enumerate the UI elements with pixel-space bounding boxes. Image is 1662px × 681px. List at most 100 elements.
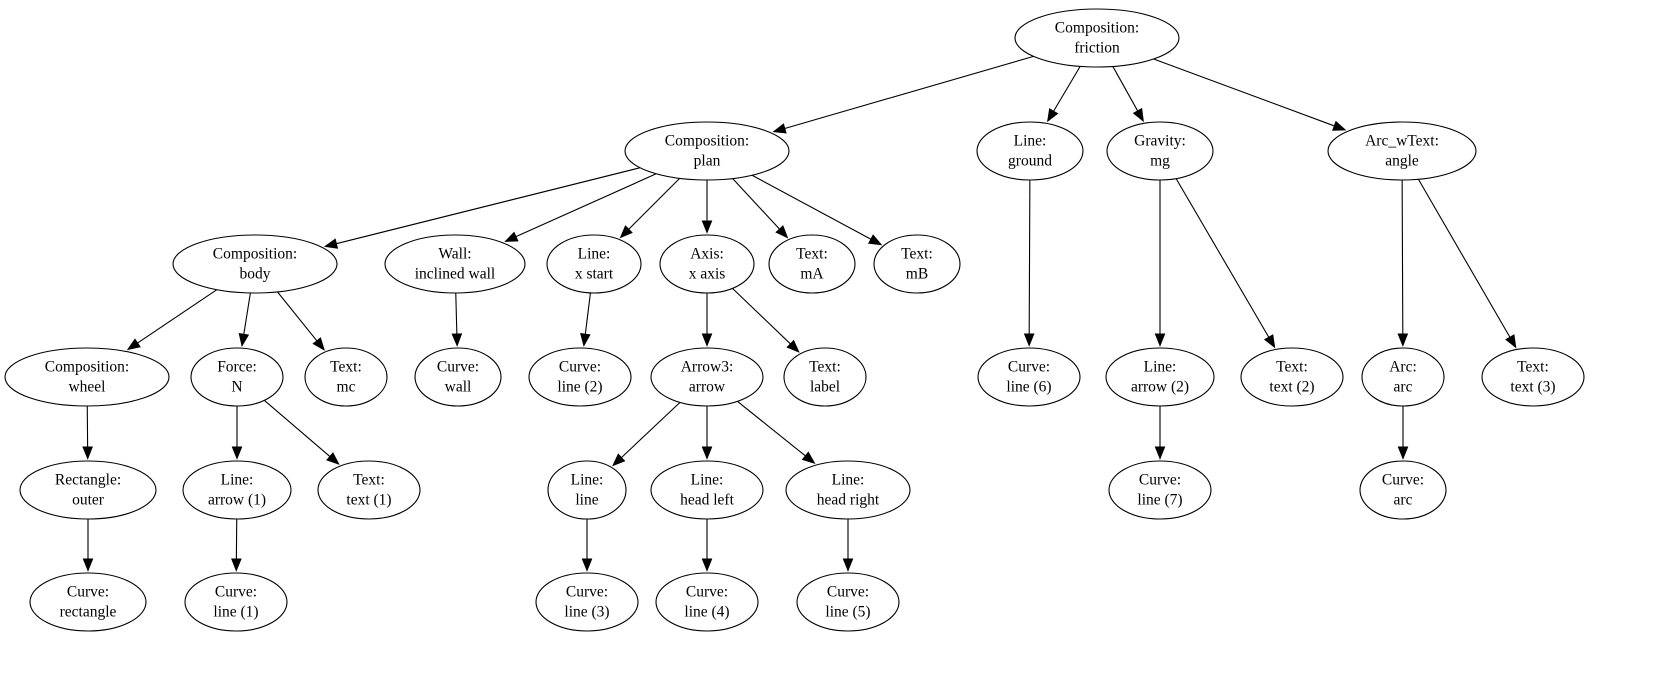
node-type-label: Curve: [67, 584, 109, 601]
node-arrow1[interactable]: Line:arrow (1) [182, 460, 292, 520]
node-ellipse[interactable] [547, 460, 627, 520]
node-ellipse[interactable] [1481, 347, 1585, 407]
arrowhead-icon [619, 225, 633, 239]
node-line2[interactable]: Curve:line (2) [528, 347, 632, 407]
node-line5[interactable]: Curve: line (5) [796, 572, 900, 632]
node-type-label: Arc_wText: [1365, 133, 1439, 150]
arrowhead-icon [126, 338, 141, 351]
node-ellipse[interactable] [1361, 347, 1445, 407]
node-ellipse[interactable] [1105, 347, 1215, 407]
node-curve-arc[interactable]: Curve:arc [1359, 460, 1447, 520]
node-mB[interactable]: Text:mB [873, 234, 961, 294]
node-ellipse[interactable] [873, 234, 961, 294]
edge-line [732, 287, 791, 345]
node-ellipse[interactable] [624, 121, 790, 181]
node-name-label: arrow (1) [208, 492, 266, 509]
node-ellipse[interactable] [659, 234, 755, 294]
node-mA[interactable]: Text:mA [768, 234, 856, 294]
node-ellipse[interactable] [546, 234, 642, 294]
node-type-label: Curve: [827, 584, 869, 601]
edge-plan-to-x-axis [701, 180, 713, 234]
node-line7[interactable]: Curve:line (7) [1108, 460, 1212, 520]
edge-line [751, 174, 872, 240]
node-plan[interactable]: Composition:plan [624, 121, 790, 181]
node-line1[interactable]: Curve:line (1) [184, 572, 288, 632]
arrowhead-icon [504, 231, 519, 242]
node-ellipse[interactable] [304, 347, 388, 407]
edge-line [628, 177, 681, 230]
node-ellipse[interactable] [1359, 460, 1447, 520]
node-ellipse[interactable] [655, 572, 759, 632]
edge-friction-to-ground [1047, 66, 1081, 123]
node-head-right[interactable]: Line:head right [785, 460, 911, 520]
node-name-label: line (5) [825, 604, 870, 621]
node-ellipse[interactable] [785, 460, 911, 520]
edge-head-left-to-line4 [701, 519, 713, 572]
node-arrow3[interactable]: Arrow3:arrow [650, 347, 764, 407]
node-ellipse[interactable] [19, 460, 157, 520]
edge-body-to-wheel [126, 289, 218, 351]
node-line[interactable]: Line:line [547, 460, 627, 520]
node-text3[interactable]: Text:text (3) [1481, 347, 1585, 407]
node-ellipse[interactable] [650, 460, 764, 520]
node-body[interactable]: Composition:body [172, 234, 338, 294]
node-ellipse[interactable] [190, 347, 284, 407]
node-gravity[interactable]: Gravity:mg [1106, 121, 1214, 181]
node-ellipse[interactable] [1240, 347, 1344, 407]
node-ellipse[interactable] [29, 572, 147, 632]
node-ellipse[interactable] [1014, 8, 1180, 68]
edge-forceN-to-text1 [263, 399, 340, 465]
node-forceN[interactable]: Force:N [190, 347, 284, 407]
node-ellipse[interactable] [384, 234, 526, 294]
node-x-start[interactable]: Line:x start [546, 234, 642, 294]
node-ellipse[interactable] [182, 460, 292, 520]
node-ellipse[interactable] [977, 347, 1081, 407]
edge-plan-to-inclined-wall [504, 173, 657, 242]
node-x-axis[interactable]: Axis:x axis [659, 234, 755, 294]
edge-ground-to-line6 [1023, 179, 1035, 347]
node-ellipse[interactable] [796, 572, 900, 632]
node-ellipse[interactable] [414, 347, 502, 407]
node-ellipse[interactable] [1108, 460, 1212, 520]
node-ellipse[interactable] [768, 234, 856, 294]
node-ellipse[interactable] [172, 234, 338, 294]
node-curve-wall[interactable]: Curve:wall [414, 347, 502, 407]
node-ellipse[interactable] [317, 460, 421, 520]
edge-line [277, 291, 318, 342]
node-name-label: inclined wall [415, 266, 496, 283]
node-friction[interactable]: Composition:friction [1014, 8, 1180, 68]
edge-body-to-mc [277, 291, 325, 351]
node-text2[interactable]: Text:text (2) [1240, 347, 1344, 407]
node-line4[interactable]: Curve:line (4) [655, 572, 759, 632]
node-line3[interactable]: Curve:line (3) [535, 572, 639, 632]
node-label[interactable]: Text:label [783, 347, 867, 407]
node-arc[interactable]: Arc:arc [1361, 347, 1445, 407]
node-mc[interactable]: Text:mc [304, 347, 388, 407]
node-name-label: angle [1385, 153, 1419, 170]
node-text1[interactable]: Text:text (1) [317, 460, 421, 520]
node-ellipse[interactable] [650, 347, 764, 407]
node-head-left[interactable]: Line:head left [650, 460, 764, 520]
node-ellipse[interactable] [184, 572, 288, 632]
node-ellipse[interactable] [528, 347, 632, 407]
node-type-label: Text: [330, 359, 362, 376]
node-ellipse[interactable] [1106, 121, 1214, 181]
edge-friction-to-gravity [1112, 66, 1144, 123]
node-wheel[interactable]: Composition:wheel [4, 347, 170, 407]
node-angle[interactable]: Arc_wText:angle [1327, 121, 1477, 181]
arrowhead-icon [775, 225, 789, 239]
node-outer[interactable]: Rectangle:outer [19, 460, 157, 520]
node-ellipse[interactable] [535, 572, 639, 632]
node-ground[interactable]: Line:ground [976, 121, 1084, 181]
node-ellipse[interactable] [1327, 121, 1477, 181]
node-line6[interactable]: Curve:line (6) [977, 347, 1081, 407]
node-ellipse[interactable] [783, 347, 867, 407]
node-ellipse[interactable] [4, 347, 170, 407]
node-arrow2[interactable]: Line:arrow (2) [1105, 347, 1215, 407]
edge-arrow2-to-line7 [1154, 406, 1166, 460]
node-rectangle[interactable]: Curve:rectangle [29, 572, 147, 632]
node-ellipse[interactable] [976, 121, 1084, 181]
node-inclined-wall[interactable]: Wall:inclined wall [384, 234, 526, 294]
nodes-layer: Composition:frictionComposition:planLine… [4, 8, 1585, 632]
